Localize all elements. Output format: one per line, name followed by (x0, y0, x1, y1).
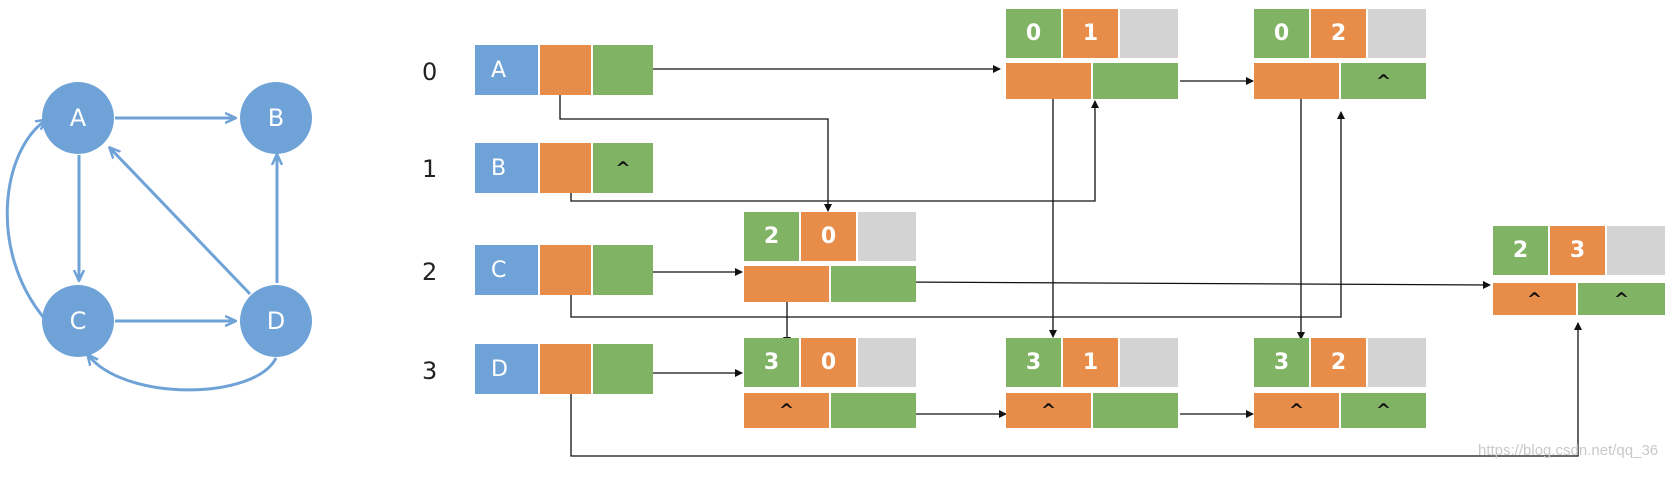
edge-node-3-0-tlink (831, 393, 916, 428)
edge-node-0-2-info (1368, 9, 1426, 58)
edge-node-3-0-info (858, 338, 916, 387)
vertex-index-2: 2 (422, 258, 438, 286)
edge-node-0-1-head: 1 (1063, 9, 1118, 58)
vertex-cell-a: A (475, 45, 538, 95)
vertex-firstout-b-null: ^ (593, 143, 653, 193)
vertex-firstin-c (540, 245, 591, 295)
edge-node-3-1-tlink (1093, 393, 1178, 428)
vertex-firstin-d (540, 344, 591, 394)
vertex-firstout-c (593, 245, 653, 295)
edge-node-2-3-tlink-null: ^ (1578, 283, 1665, 315)
edge-node-3-2-hlink-null: ^ (1254, 393, 1339, 428)
edge-node-3-0-head: 0 (801, 338, 856, 387)
ptr-e20-out-to-e23 (899, 280, 1491, 289)
edge-node-2-0-info (858, 212, 916, 261)
vertex-cell-d: D (475, 344, 538, 394)
edge-node-3-2-head: 2 (1311, 338, 1366, 387)
edge-node-3-1-info (1120, 338, 1178, 387)
ptr-a-in-to-e20 (559, 90, 832, 212)
edge-node-0-1-info (1120, 9, 1178, 58)
vertex-firstout-d (593, 344, 653, 394)
graph-edge-d-c (88, 355, 278, 392)
vertex-cell-c: C (475, 245, 538, 295)
edge-node-3-1-head: 1 (1063, 338, 1118, 387)
ptr-c-in-to-e02 (570, 111, 1345, 318)
edge-node-2-0-head: 0 (801, 212, 856, 261)
edge-node-0-1-tlink (1093, 63, 1178, 99)
edge-node-2-0-tlink (831, 266, 916, 302)
vertex-firstin-b (540, 143, 591, 193)
vertex-index-1: 1 (422, 155, 438, 183)
edge-node-0-2-tlink-null: ^ (1341, 63, 1426, 99)
vertex-firstin-a (540, 45, 591, 95)
graph-node-c: C (42, 285, 114, 357)
edge-node-0-2-hlink (1254, 63, 1339, 99)
vertex-index-3: 3 (422, 357, 438, 385)
edge-node-3-2-info (1368, 338, 1426, 387)
edge-node-3-0-hlink-null: ^ (744, 393, 829, 428)
edge-node-2-0-hlink (744, 266, 829, 302)
vertex-index-0: 0 (422, 58, 438, 86)
graph-node-b: B (240, 82, 312, 154)
edge-node-0-2-tail: 0 (1254, 9, 1309, 58)
ptr-d-in-to-e23 (570, 322, 1582, 457)
edge-node-2-3-head: 3 (1550, 226, 1605, 275)
vertex-firstout-a (593, 45, 653, 95)
graph-edge-d-a (110, 148, 252, 296)
graph-edge-c-a (5, 120, 46, 319)
graph-node-a: A (42, 82, 114, 154)
edge-node-2-0-tail: 2 (744, 212, 799, 261)
edge-node-0-2-head: 2 (1311, 9, 1366, 58)
graph-node-d: D (240, 285, 312, 357)
watermark: https://blog.csdn.net/qq_36 (1478, 442, 1659, 459)
edge-node-3-2-tail: 3 (1254, 338, 1309, 387)
edge-node-0-1-tail: 0 (1006, 9, 1061, 58)
edge-node-2-3-hlink-null: ^ (1493, 283, 1576, 315)
edge-node-2-3-info (1607, 226, 1665, 275)
edge-node-0-1-hlink (1006, 63, 1091, 99)
edge-node-3-1-hlink-null: ^ (1006, 393, 1091, 428)
edge-node-3-1-tail: 3 (1006, 338, 1061, 387)
edge-node-3-2-tlink-null: ^ (1341, 393, 1426, 428)
edge-node-2-3-tail: 2 (1493, 226, 1548, 275)
graph-edges (5, 118, 278, 392)
vertex-cell-b: B (475, 143, 538, 193)
edge-node-3-0-tail: 3 (744, 338, 799, 387)
